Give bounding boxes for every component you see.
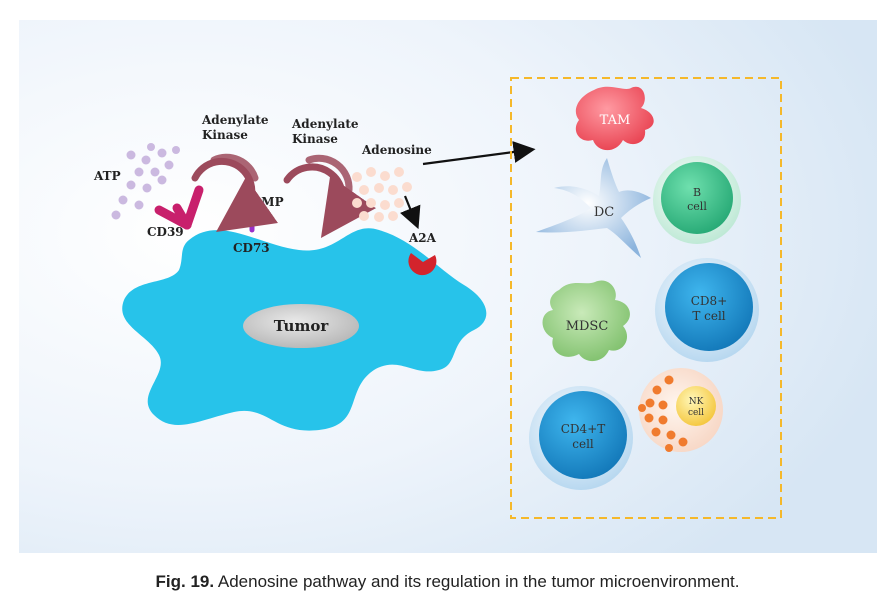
kinase-1-label-line1: Adenylate [201, 113, 269, 127]
kinase-1-label-line2: Kinase [202, 128, 248, 142]
kinase-2-label-line2: Kinase [292, 132, 338, 146]
adenosine-diagram: Tumor ATP CD39 CD73 AMP Adenylate Kinase… [19, 20, 877, 553]
cd8-t-cell [665, 263, 753, 351]
b-cell-label-line2: cell [687, 200, 707, 213]
kinase-2-label-line1: Adenylate [291, 117, 359, 131]
figure-panel: Tumor ATP CD39 CD73 AMP Adenylate Kinase… [19, 20, 877, 553]
cd8-label-line1: CD8+ [691, 294, 728, 308]
cd4-t-cell [539, 391, 627, 479]
figure-caption: Fig. 19. Adenosine pathway and its regul… [0, 572, 895, 592]
nk-granules [638, 375, 688, 452]
arrow-to-a2a [400, 195, 421, 230]
atp-label: ATP [93, 169, 121, 183]
mdsc-cell [542, 280, 630, 362]
tam-label: TAM [600, 113, 631, 128]
atp-molecules [111, 143, 180, 220]
b-cell-label-line1: B [693, 186, 701, 199]
caption-text: Adenosine pathway and its regulation in … [217, 572, 740, 591]
a2a-label: A2A [408, 231, 437, 245]
tumor-label: Tumor [274, 317, 330, 335]
a2a-receptor [408, 253, 437, 276]
dc-cell [536, 158, 651, 258]
kinase-cycle-2 [283, 154, 376, 238]
cd4-label-line2: cell [572, 437, 594, 451]
cd73-label: CD73 [233, 241, 270, 255]
dc-label: DC [594, 205, 614, 220]
nk-label-line1: NK [689, 397, 704, 407]
adenosine-label: Adenosine [361, 143, 432, 157]
cd39-label: CD39 [147, 225, 184, 239]
kinase-cycle-1 [191, 153, 278, 233]
cd39-receptor [154, 185, 204, 230]
tumor-nucleus [243, 304, 359, 348]
amp-label: AMP [251, 195, 284, 209]
nk-label-line2: cell [688, 408, 704, 418]
mdsc-label: MDSC [566, 319, 609, 334]
b-cell [661, 162, 733, 234]
nk-cell-nucleus [676, 386, 716, 426]
caption-label: Fig. 19. [155, 572, 215, 591]
cd8-label-line2: T cell [692, 309, 725, 323]
tam-cell [575, 86, 654, 151]
immune-cell-box [510, 77, 782, 519]
cd4-label-line1: CD4+T [561, 422, 606, 436]
adenosine-molecules [352, 167, 412, 222]
